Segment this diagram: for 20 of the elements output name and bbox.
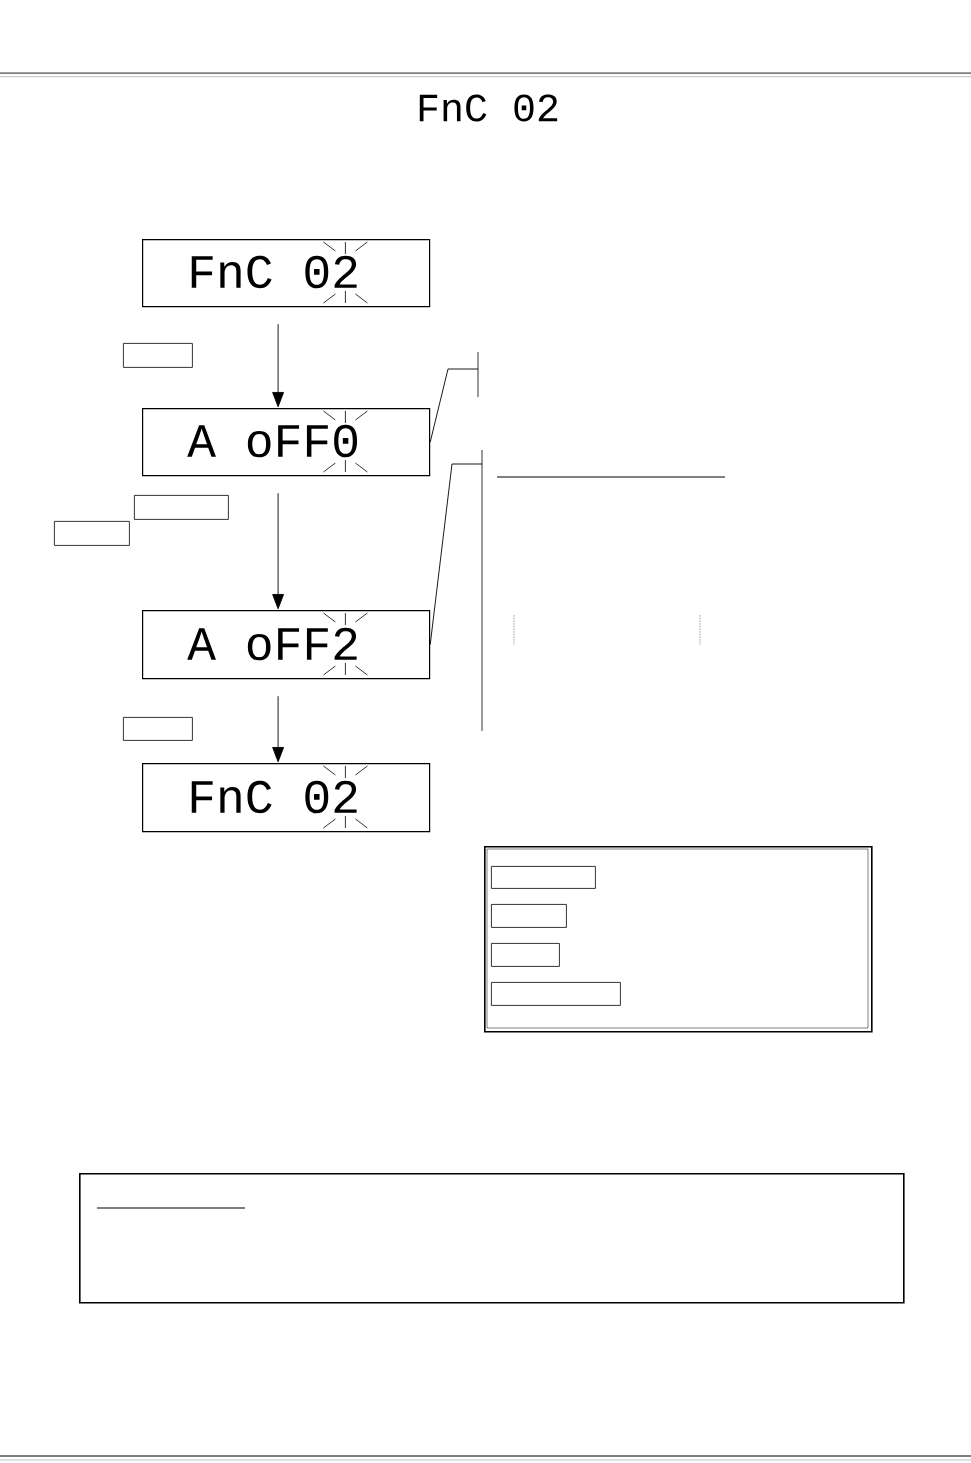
lcd-display: FnC 02: [142, 239, 431, 308]
key-box: [491, 982, 621, 1006]
note-frame: [79, 1173, 905, 1304]
key-box: [491, 904, 567, 928]
key-box: [123, 717, 193, 741]
legend-frame: [484, 846, 873, 1033]
key-box: [54, 521, 130, 546]
lcd-display: FnC 02: [142, 763, 431, 833]
key-box: [491, 943, 560, 967]
lcd-display: A oFF2: [142, 610, 431, 680]
key-box: [491, 866, 596, 889]
leader-line: [429, 463, 483, 646]
key-box: [123, 343, 193, 368]
title: FnC 02: [419, 94, 558, 122]
key-box: [134, 495, 229, 520]
arrow: [272, 323, 284, 408]
arrow: [272, 492, 284, 610]
leader-line: [429, 368, 479, 443]
arrow: [272, 695, 284, 763]
lcd-display: A oFF0: [142, 408, 431, 477]
